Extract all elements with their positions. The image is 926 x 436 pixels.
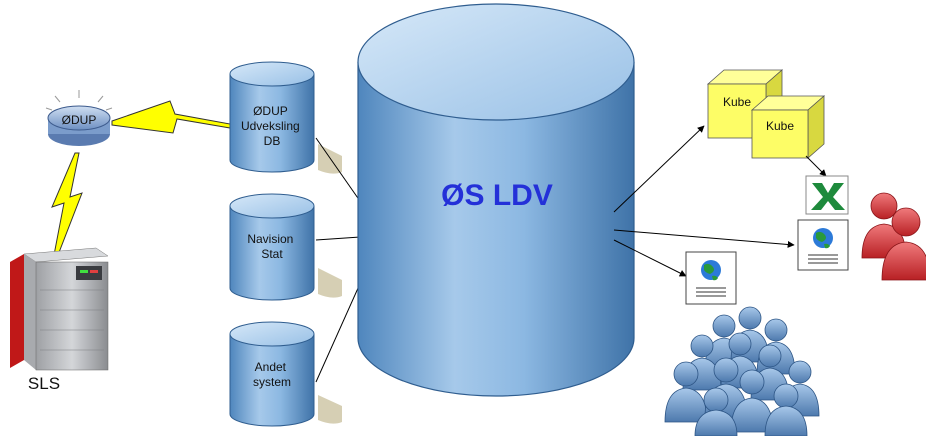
cube-label: Kube: [723, 95, 751, 109]
server-icon: [10, 247, 109, 371]
cube-label: Kube: [766, 119, 794, 133]
excel-icon: [805, 175, 849, 215]
database-icon: [229, 321, 315, 427]
source-db-odup-udveksling: ØDUP Udveksling DB: [229, 61, 342, 174]
source-db-navision-stat: Navision Stat: [229, 193, 342, 301]
database-icon: [229, 61, 315, 173]
source-label-line: ØDUP: [253, 104, 288, 118]
svg-text:Andet system: Andet system: [253, 360, 291, 389]
source-label-line: Navision: [247, 232, 293, 246]
source-label-line: Andet: [255, 360, 287, 374]
server-sls: SLS: [10, 247, 109, 393]
source-label-line: system: [253, 375, 291, 389]
wireless-link-router-to-server: [51, 152, 83, 256]
router-label: ØDUP: [62, 113, 97, 127]
arrow-ldv-to-report-left: [613, 239, 687, 277]
arrow-ldv-to-report-right: [613, 229, 795, 248]
svg-text:Navision Stat: Navision Stat: [247, 232, 296, 261]
warehouse-os-ldv: ØS LDV: [357, 3, 635, 397]
router-odup: ØDUP: [45, 90, 113, 146]
user-group-icon: [664, 306, 820, 436]
arrow-ldv-to-cube: [613, 125, 705, 213]
source-db-andet-system: Andet system: [229, 321, 342, 427]
wireless-link-router-to-db: [111, 100, 231, 134]
web-report-icon: [685, 251, 737, 305]
web-report-icon: [797, 219, 849, 271]
cube-2: Kube: [750, 95, 826, 159]
database-icon: [229, 193, 315, 301]
arrow-cube-to-excel: [805, 155, 827, 177]
cube-icon: [750, 95, 826, 159]
router-icon: [45, 90, 113, 146]
svg-text:ØDUP Udveksling DB: ØDUP Udveksling DB: [241, 104, 303, 148]
source-label-line: Stat: [261, 247, 283, 261]
source-label-line: DB: [264, 134, 281, 148]
users-icon: [861, 192, 926, 281]
server-label: SLS: [28, 374, 60, 393]
warehouse-label: ØS LDV: [441, 179, 553, 212]
source-label-line: Udveksling: [241, 119, 300, 133]
database-icon: [357, 3, 635, 397]
